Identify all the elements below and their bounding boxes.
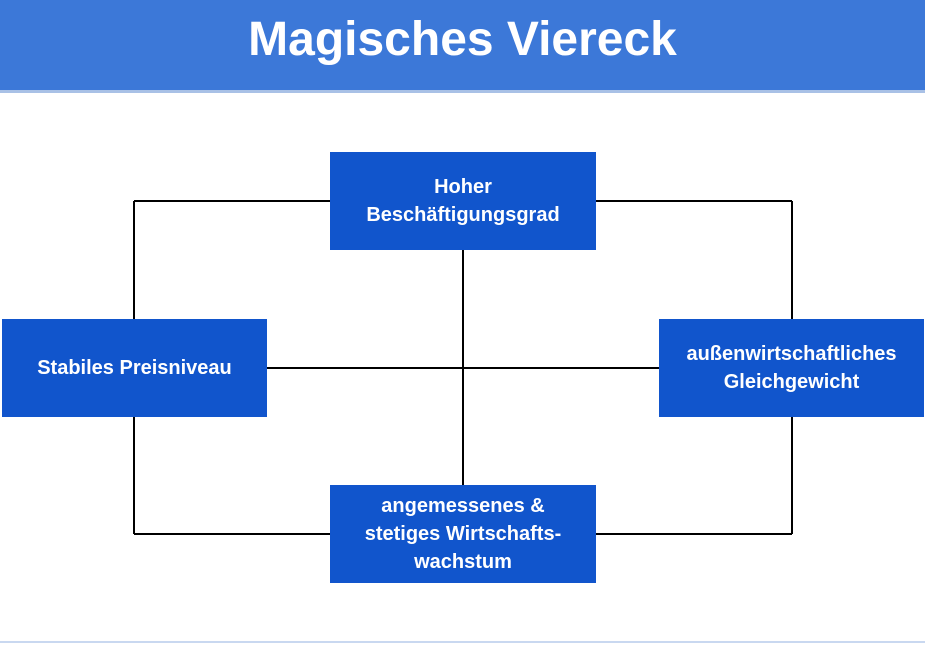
title-banner: Magisches Viereck [0, 0, 925, 90]
box-wirtschaftswachstum: angemessenes & stetiges Wirtschafts- wac… [330, 485, 596, 583]
box-hoher-beschaeftigungsgrad: Hoher Beschäftigungsgrad [330, 152, 596, 250]
page-title: Magisches Viereck [248, 12, 677, 66]
bottom-divider [0, 641, 925, 643]
box-aussenwirtschaftliches-gleichgewicht: außenwirtschaftliches Gleichgewicht [659, 319, 924, 417]
header-divider [0, 90, 925, 93]
box-stabiles-preisniveau: Stabiles Preisniveau [2, 319, 267, 417]
